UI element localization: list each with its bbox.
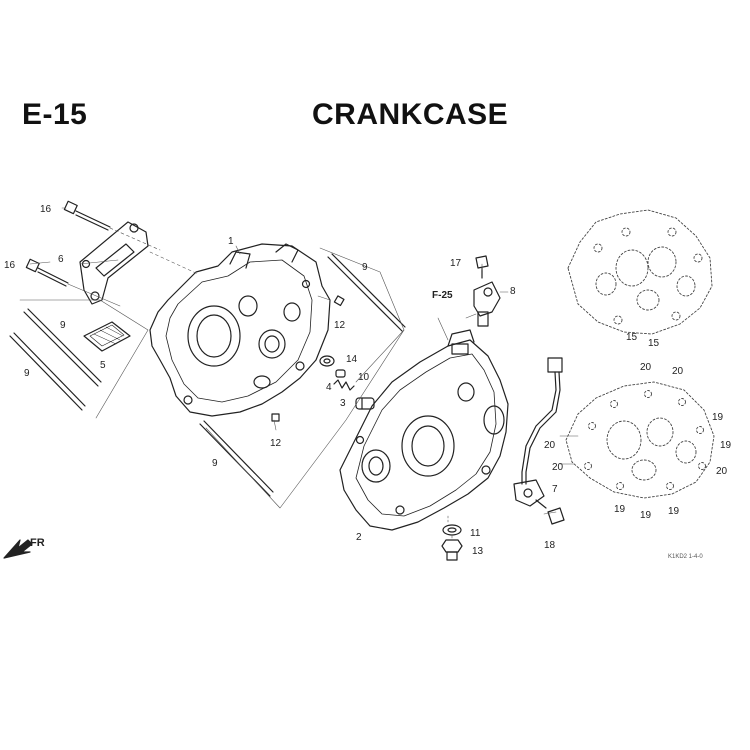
assembly-leader-lines — [19, 207, 579, 539]
callout-label: 11 — [470, 528, 481, 539]
dowel-pin-12-lower — [271, 413, 280, 422]
stud-bolt-9-c — [327, 253, 406, 332]
callout-label: 1 — [228, 236, 234, 247]
drawing-code: K1KD2 1-4-0 — [668, 554, 703, 560]
callout-label: 15 — [626, 332, 638, 343]
callout-label: 20 — [640, 362, 652, 373]
oil-seal-14 — [319, 355, 335, 367]
diagram-title: CRANKCASE — [312, 98, 509, 131]
drain-bolt-13 — [441, 539, 463, 561]
stud-bolt-9-b — [9, 332, 86, 411]
callout-label: 19 — [668, 506, 680, 517]
flange-bolt-16-lower — [25, 258, 69, 287]
callout-label: 3 — [340, 398, 346, 409]
crankcase-reference-outline-19-20 — [565, 381, 715, 499]
oil-strainer-screen-5 — [83, 321, 131, 352]
callout-label: 20 — [544, 440, 556, 451]
callout-label: 12 — [270, 438, 282, 449]
spring-4 — [333, 379, 355, 391]
callout-label: 20 — [672, 366, 684, 377]
callout-label: 13 — [472, 546, 484, 557]
sensor-8 — [473, 281, 501, 327]
callout-label: 20 — [716, 466, 728, 477]
callout-label: 12 — [334, 320, 346, 331]
callout-label: 6 — [58, 254, 64, 265]
callout-label: 8 — [510, 286, 516, 297]
callout-label: 19 — [720, 440, 732, 451]
callout-label: 7 — [552, 484, 558, 495]
front-label: FR — [30, 537, 45, 549]
bolt-18 — [535, 499, 565, 525]
crankcase-reference-outline-15 — [567, 209, 713, 335]
right-crankcase-half-2 — [339, 329, 509, 531]
callout-label: 18 — [544, 540, 556, 551]
callout-label: 19 — [712, 412, 724, 423]
dowel-pin-12-upper — [333, 295, 345, 307]
left-crankcase-half-1 — [149, 243, 331, 417]
callout-label: 10 — [358, 372, 370, 383]
callout-label: 16 — [40, 204, 52, 215]
callout-label: 4 — [326, 382, 332, 393]
front-direction-arrow-icon — [3, 539, 33, 559]
section-code: E-15 — [22, 98, 88, 131]
callout-label: 9 — [24, 368, 30, 379]
callout-label: 19 — [640, 510, 652, 521]
stud-bolt-9-a — [23, 308, 102, 387]
callout-label: 9 — [362, 262, 368, 273]
callout-label: 16 — [4, 260, 16, 271]
callout-label: 14 — [346, 354, 358, 365]
reference-tag-f25[interactable]: F-25 — [432, 290, 453, 301]
callout-label: 2 — [356, 532, 362, 543]
callout-label: 9 — [212, 458, 218, 469]
callout-label: 15 — [648, 338, 660, 349]
callout-label: 9 — [60, 320, 66, 331]
callout-label: 20 — [552, 462, 564, 473]
callout-label: 17 — [450, 258, 462, 269]
o-ring-10 — [335, 369, 346, 378]
washer-11 — [442, 524, 462, 536]
part-callouts: 16 16 6 1 9 9 9 9 5 12 12 17 8 14 10 4 3… — [4, 204, 732, 560]
callout-label: 5 — [100, 360, 106, 371]
callout-label: 19 — [614, 504, 626, 515]
flange-bolt-16-upper — [63, 200, 111, 231]
stud-bolt-9-d — [199, 420, 274, 497]
